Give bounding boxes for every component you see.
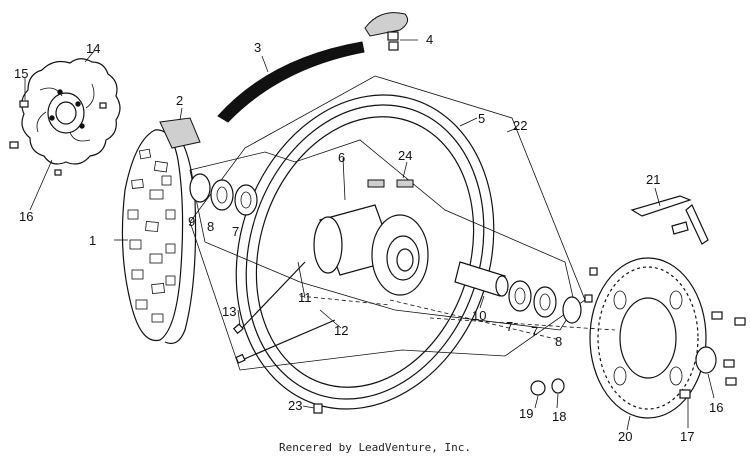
axle-dash-line: [389, 299, 561, 341]
callout-8-left: 8: [207, 219, 214, 234]
axle-spacer: [454, 261, 509, 297]
render-credit: Rencered by LeadVenture, Inc.: [278, 441, 472, 454]
callout-8-right: 8: [555, 334, 562, 349]
callout-6: 6: [338, 150, 345, 165]
callout-16-right: 16: [709, 400, 723, 415]
hub-group-outline: [189, 139, 576, 331]
callout-5: 5: [478, 111, 485, 126]
spokes: [232, 261, 336, 364]
callout-12: 12: [334, 323, 348, 338]
callout-15: 15: [14, 66, 28, 81]
callout-20: 20: [618, 429, 632, 444]
callout-23: 23: [288, 398, 302, 413]
callout-labels: 1 2 3 4 5 6 7 7 7 8 8 9 10 11 12 13 14 1…: [14, 32, 723, 444]
leader-lines: [24, 39, 715, 431]
callout-17: 17: [680, 429, 694, 444]
tire: [121, 117, 201, 345]
callout-4: 4: [426, 32, 433, 47]
sprocket-fasteners: [313, 267, 746, 414]
callout-7-right-a: 7: [506, 319, 513, 334]
callout-3: 3: [254, 40, 261, 55]
drive-chain: [630, 195, 709, 245]
callout-21: 21: [646, 172, 660, 187]
right-bearings: [508, 280, 582, 324]
wheel-hub: [313, 204, 429, 296]
callout-7-left: 7: [232, 224, 239, 239]
callout-18: 18: [552, 409, 566, 424]
callout-16-left: 16: [19, 209, 33, 224]
callout-9: 9: [188, 214, 195, 229]
left-bearings: [189, 173, 258, 216]
disc-bolts: [9, 100, 107, 176]
callout-14: 14: [86, 41, 100, 56]
callout-11: 11: [298, 290, 312, 305]
callout-1: 1: [89, 233, 96, 248]
callout-10: 10: [472, 308, 486, 323]
callout-19: 19: [519, 406, 533, 421]
callout-7-right-b: 7: [531, 324, 538, 339]
callout-13: 13: [222, 304, 236, 319]
rear-sprocket: [589, 257, 707, 419]
callout-2: 2: [176, 93, 183, 108]
callout-22: 22: [513, 118, 527, 133]
brake-disc: [21, 58, 121, 165]
rim-strip: [217, 41, 365, 123]
wheel-assembly-outline: [189, 75, 586, 371]
hub-label-stickers: [367, 179, 414, 188]
axle-dash-line-3: [299, 295, 391, 306]
callout-24: 24: [398, 148, 412, 163]
valve-assembly: [364, 12, 409, 51]
